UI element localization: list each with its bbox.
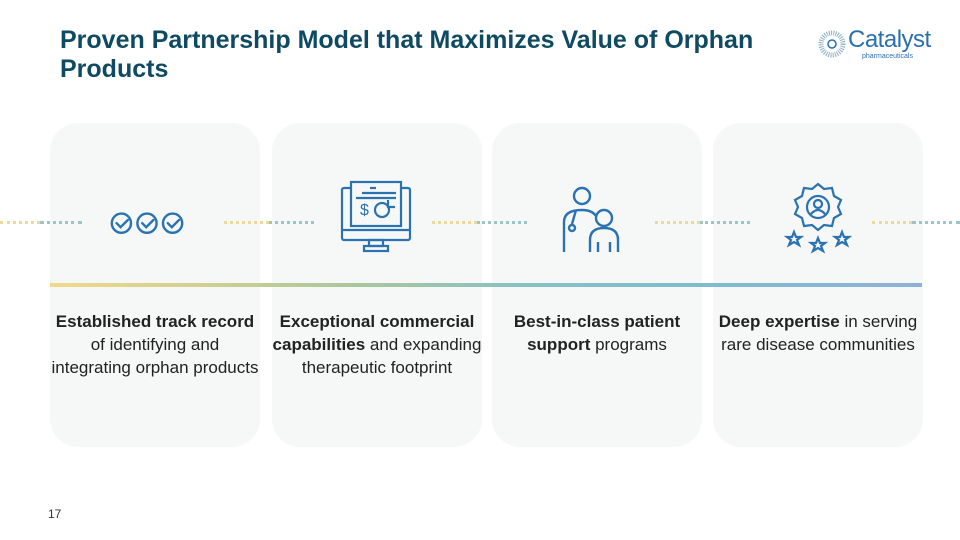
connector-dots — [655, 221, 700, 224]
card-bold-text: Exceptional commercial capabilities — [272, 312, 475, 354]
card-text: Established track record of identifying … — [50, 310, 260, 379]
card-bold-text: Deep expertise — [718, 312, 840, 331]
doctor-patient-icon — [562, 186, 620, 252]
connector-dots — [912, 221, 960, 224]
triple-check-icon — [110, 212, 184, 234]
card-body-text: programs — [590, 335, 667, 354]
logo-name: Catalyst — [848, 26, 931, 53]
card-bold-text: Best-in-class patient support — [513, 312, 681, 354]
catalyst-logo: Catalyst pharmaceuticals — [818, 26, 938, 64]
connector-dots — [700, 221, 750, 224]
card-text: Best-in-class patient support programs — [492, 310, 702, 356]
connector-dots — [432, 221, 477, 224]
card-body-text: of identifying and integrating orphan pr… — [51, 335, 259, 377]
connector-dots — [872, 221, 912, 224]
award-stars-icon — [783, 182, 853, 254]
connector-dots — [224, 221, 269, 224]
connector-dots — [269, 221, 314, 224]
connector-dots — [477, 221, 527, 224]
connector-dots — [40, 221, 82, 224]
gradient-divider — [50, 283, 922, 287]
card-text: Exceptional commercial capabilities and … — [272, 310, 482, 379]
card-text: Deep expertise in serving rare disease c… — [713, 310, 923, 356]
page-title: Proven Partnership Model that Maximizes … — [60, 26, 754, 83]
card-body-text: in serving rare disease communities — [721, 312, 918, 354]
svg-text:$: $ — [360, 202, 369, 219]
logo-sub: pharmaceuticals — [862, 53, 913, 60]
logo-sunburst-icon — [818, 30, 846, 58]
card-body-text: and expanding therapeutic footprint — [301, 335, 482, 377]
page-number: 17 — [48, 507, 62, 521]
connector-dots — [0, 221, 40, 224]
monitor-finance-icon: $ — [340, 180, 412, 253]
card-bold-text: Established track record — [55, 312, 255, 331]
